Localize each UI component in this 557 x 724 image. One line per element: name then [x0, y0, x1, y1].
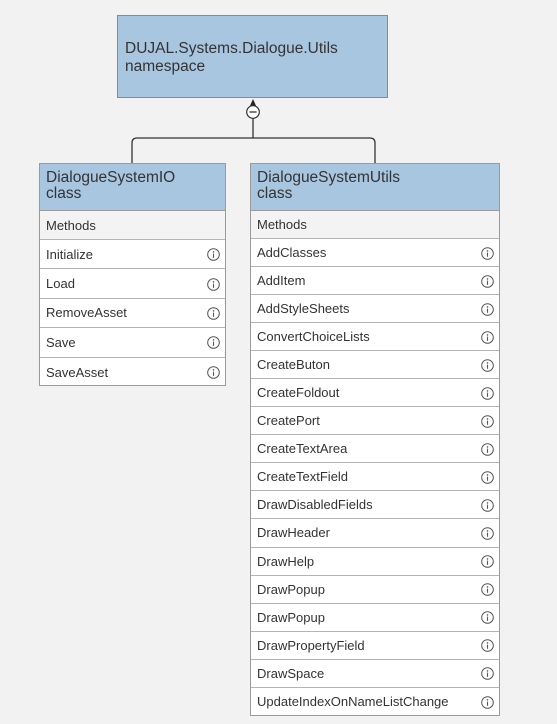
class-box-dialoguesystemio: DialogueSystemIO class Methods Initializ…	[39, 163, 226, 386]
info-icon[interactable]	[207, 248, 220, 261]
method-row[interactable]: DrawPopup	[251, 604, 499, 632]
method-name: ConvertChoiceLists	[257, 329, 370, 345]
method-name: CreateButon	[257, 357, 330, 373]
info-icon[interactable]	[481, 358, 494, 372]
method-row[interactable]: Initialize	[40, 240, 225, 270]
method-row[interactable]: DrawHeader	[251, 519, 499, 548]
method-row[interactable]: CreatePort	[251, 407, 499, 436]
method-name: SaveAsset	[46, 364, 109, 380]
namespace-box: DUJAL.Systems.Dialogue.Utils namespace	[117, 15, 388, 98]
method-row[interactable]: Load	[40, 269, 225, 299]
info-icon[interactable]	[481, 555, 494, 568]
method-row[interactable]: ConvertChoiceLists	[251, 323, 499, 352]
method-row[interactable]: AddStyleSheets	[251, 295, 499, 324]
method-row[interactable]: DrawPropertyField	[251, 632, 499, 660]
info-icon[interactable]	[481, 443, 494, 456]
method-row[interactable]: DrawSpace	[251, 660, 499, 688]
method-row[interactable]: CreateTextField	[251, 463, 499, 492]
info-icon[interactable]	[207, 366, 220, 380]
class-box-dialoguesystemutils: DialogueSystemUtils class Methods AddCla…	[250, 163, 500, 716]
method-row[interactable]: DrawPopup	[251, 576, 499, 604]
info-icon[interactable]	[481, 246, 494, 260]
method-name: Initialize	[46, 246, 93, 262]
info-icon[interactable]	[481, 667, 494, 681]
method-row[interactable]: UpdateIndexOnNameListChange	[251, 688, 499, 716]
class-name: DialogueSystemIO	[46, 169, 176, 186]
info-icon[interactable]	[481, 527, 494, 540]
method-name: Load	[46, 276, 75, 292]
method-name: RemoveAsset	[46, 305, 127, 321]
method-row[interactable]: CreateFoldout	[251, 379, 499, 408]
info-icon[interactable]	[481, 499, 494, 512]
info-icon[interactable]	[207, 336, 220, 350]
method-row[interactable]: RemoveAsset	[40, 299, 225, 329]
info-icon[interactable]	[207, 277, 220, 291]
method-name: CreateTextArea	[257, 441, 348, 457]
info-icon[interactable]	[481, 695, 494, 709]
method-row[interactable]: CreateTextArea	[251, 435, 499, 464]
info-icon[interactable]	[481, 611, 494, 624]
info-icon[interactable]	[481, 414, 494, 428]
methods-section-label: Methods	[40, 211, 225, 240]
namespace-kind: namespace	[125, 58, 206, 75]
method-name: CreateTextField	[257, 469, 349, 485]
method-row[interactable]: AddItem	[251, 267, 499, 296]
info-icon[interactable]	[481, 330, 494, 344]
method-name: AddClasses	[257, 245, 327, 261]
info-icon[interactable]	[481, 386, 494, 400]
namespace-name: DUJAL.Systems.Dialogue.Utils	[125, 40, 338, 57]
collapse-toggle-icon[interactable]	[246, 105, 260, 119]
info-icon[interactable]	[481, 274, 494, 288]
info-icon[interactable]	[481, 471, 494, 484]
method-row[interactable]: DrawDisabledFields	[251, 491, 499, 520]
info-icon[interactable]	[481, 302, 494, 316]
method-name: DrawHelp	[257, 553, 315, 569]
info-icon[interactable]	[207, 307, 220, 320]
class-header: DialogueSystemUtils class	[251, 164, 499, 211]
method-name: UpdateIndexOnNameListChange	[257, 694, 449, 710]
info-icon[interactable]	[481, 583, 494, 596]
method-name: AddItem	[257, 273, 306, 289]
method-row[interactable]: SaveAsset	[40, 358, 225, 387]
class-header: DialogueSystemIO class	[40, 164, 225, 211]
method-row[interactable]: Save	[40, 328, 225, 358]
method-name: DrawPropertyField	[257, 637, 365, 653]
method-name: CreateFoldout	[257, 385, 340, 401]
method-name: CreatePort	[257, 413, 320, 429]
method-name: DrawPopup	[257, 609, 325, 625]
class-kind: class	[257, 185, 293, 202]
info-icon[interactable]	[481, 639, 494, 652]
class-kind: class	[46, 185, 82, 202]
method-name: DrawPopup	[257, 581, 325, 597]
method-row[interactable]: CreateButon	[251, 351, 499, 380]
class-name: DialogueSystemUtils	[257, 169, 400, 186]
method-row[interactable]: AddClasses	[251, 239, 499, 268]
method-row[interactable]: DrawHelp	[251, 548, 499, 576]
method-name: DrawDisabledFields	[257, 497, 373, 513]
method-name: AddStyleSheets	[257, 301, 350, 317]
method-name: Save	[46, 334, 76, 350]
method-name: DrawSpace	[257, 665, 325, 681]
method-name: DrawHeader	[257, 525, 330, 541]
methods-section-label: Methods	[251, 211, 499, 239]
